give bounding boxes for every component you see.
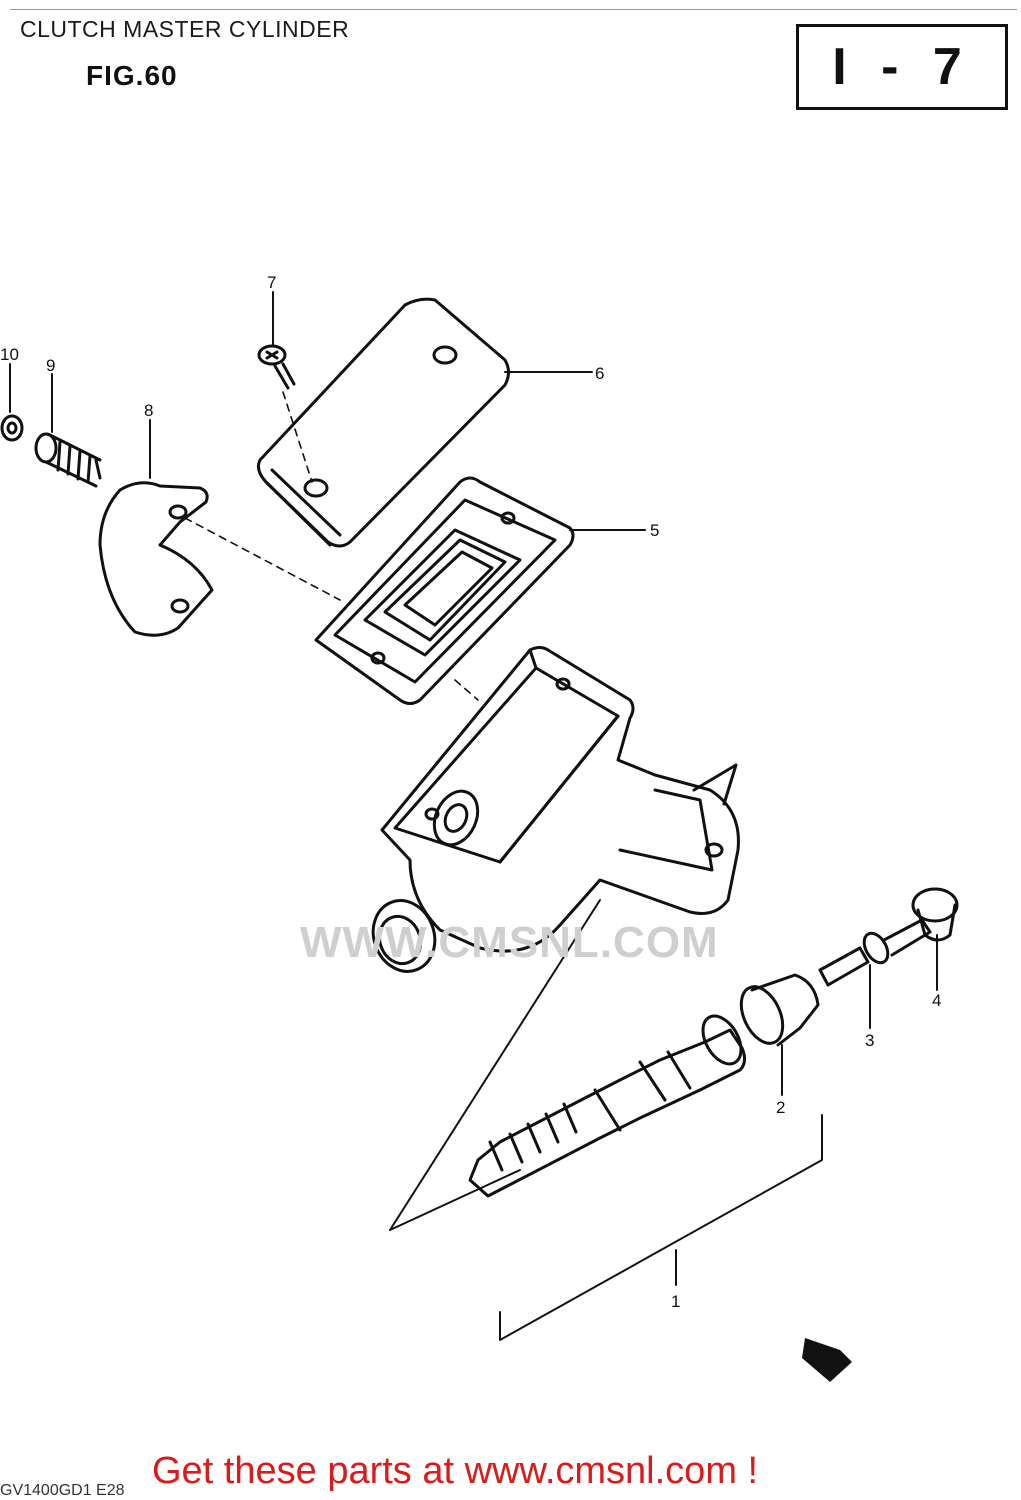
- callout-6: 6: [595, 364, 604, 383]
- callout-5: 5: [650, 521, 659, 540]
- top-divider: [10, 9, 1017, 10]
- section-code: I - 7: [832, 38, 972, 96]
- reservoir-cap-part: [257, 297, 510, 548]
- promo-link[interactable]: Get these parts at www.cmsnl.com !: [152, 1450, 759, 1492]
- assembly-dash-lines: [184, 391, 479, 701]
- washer-part: [0, 414, 24, 442]
- watermark: WWW.CMSNL.COM: [300, 918, 719, 967]
- cap-screw-part: [257, 344, 296, 390]
- leader-lines: [9, 291, 938, 1341]
- page-title: CLUTCH MASTER CYLINDER: [20, 16, 350, 42]
- callout-3: 3: [865, 1031, 874, 1050]
- callout-1: 1: [671, 1292, 680, 1311]
- cap-nut-part: [911, 887, 959, 942]
- callout-7: 7: [267, 273, 276, 292]
- master-cylinder-body: [371, 646, 740, 973]
- drawing-code: GV1400GD1 E28: [0, 1482, 125, 1499]
- callout-10: 10: [0, 345, 19, 364]
- callout-2: 2: [776, 1098, 785, 1117]
- figure-label: FIG.60: [86, 60, 178, 91]
- callout-4: 4: [932, 991, 941, 1010]
- callout-8: 8: [144, 401, 153, 420]
- diaphragm-part: [314, 476, 575, 705]
- clamp-part: [98, 481, 214, 637]
- piston-assembly-part: [468, 1014, 747, 1198]
- section-code-box: I - 7: [796, 24, 1008, 110]
- forward-arrow-icon: [802, 1338, 852, 1382]
- callout-labels: 1 2 3 4 5 6 7 8 9 10: [0, 273, 941, 1311]
- callout-9: 9: [46, 356, 55, 375]
- push-rod-part: [818, 918, 932, 987]
- dust-boot-part: [739, 973, 820, 1047]
- clamp-bolt-part: [34, 432, 102, 488]
